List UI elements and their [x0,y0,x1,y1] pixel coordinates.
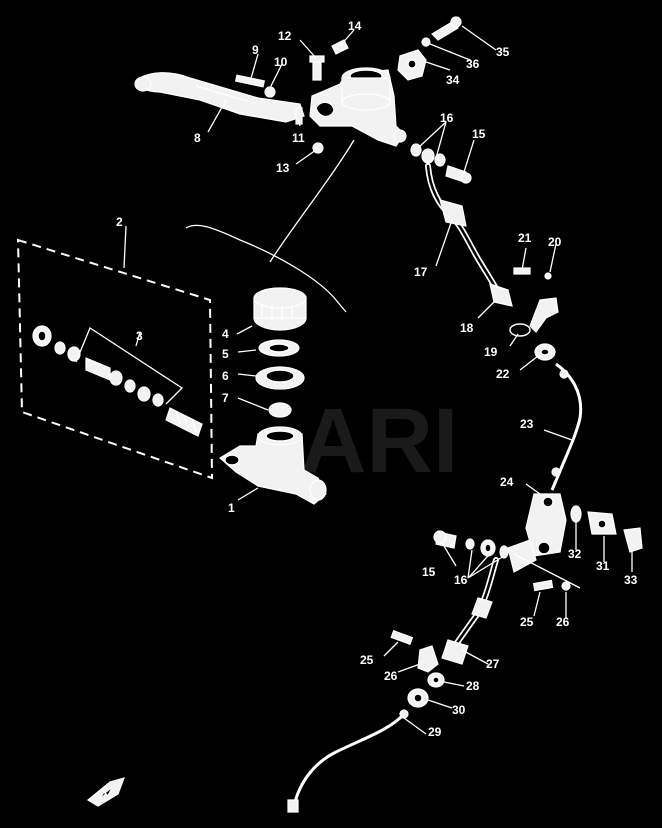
callout-15-upper: 15 [472,127,486,141]
reservoir-cap-4 [253,287,307,331]
clamp-20 [529,272,559,333]
callout-13: 13 [276,161,290,175]
brake-pipe-23 [550,362,583,491]
brake-hose-27 [441,557,499,665]
union-bolt-15-upper [445,165,472,184]
lever-nut [264,86,276,98]
callout-4: 4 [222,327,229,341]
bolt-25-lower [390,629,414,645]
callout-20: 20 [548,235,562,249]
callout-15-lower: 15 [422,565,436,579]
copper-washers-16-upper [410,143,446,167]
callout-3: 3 [136,329,143,343]
callout-23: 23 [520,417,534,431]
callout-30: 30 [452,703,466,717]
leader-lines [123,25,633,735]
copper-washers-16-lower [465,538,509,559]
callout-8: 8 [194,131,201,145]
callout-22: 22 [496,367,510,381]
diaphragm-6 [255,366,305,390]
callout-10: 10 [274,55,288,69]
bolt-35 [431,16,462,41]
front-arrow-icon [86,777,125,807]
callout-17: 17 [414,265,428,279]
callout-26-lower: 26 [384,669,398,683]
watermark: ARI [300,390,458,492]
callout-25-right: 25 [520,615,534,629]
washer-32 [570,505,582,523]
callout-14: 14 [348,19,362,33]
callout-24: 24 [500,475,514,489]
callout-21: 21 [518,231,532,245]
callout-26-right: 26 [556,615,570,629]
brake-hose-17 [425,163,513,307]
switch-cap-33 [623,527,643,553]
master-cylinder-upper [309,67,407,147]
joint-30 [407,688,429,708]
callout-35: 35 [496,45,510,59]
callout-33: 33 [624,573,638,587]
brake-pipe-29 [287,709,409,813]
callout-9: 9 [252,43,259,57]
clamp-26-lower [417,645,439,673]
callout-11: 11 [292,131,305,145]
washer-36 [421,37,431,47]
switch-31 [587,511,617,535]
union-bolt-15-lower [433,530,457,549]
callout-29: 29 [428,725,442,739]
callout-32: 32 [568,547,582,561]
callout-2: 2 [116,215,123,229]
callout-6: 6 [222,369,229,383]
callout-16-lower: 16 [454,573,468,587]
callout-36: 36 [466,57,480,71]
bolt-25-right [532,579,554,592]
grommet-19 [509,323,531,337]
callout-34: 34 [446,73,460,87]
callout-31: 31 [596,559,610,573]
callout-16-upper: 16 [440,111,454,125]
piston-kit-bracket [75,327,184,405]
callout-1: 1 [228,501,235,515]
exploded-view-boundary [16,238,214,480]
callout-28: 28 [466,679,480,693]
callout-7: 7 [222,391,229,405]
callout-25-lower: 25 [360,653,374,667]
joint-22 [534,343,556,361]
bolt-12 [309,55,325,81]
float-7 [268,402,292,418]
master-cylinder-body-1 [218,426,327,505]
callout-labels: 1 2 3 4 5 6 7 8 9 10 11 12 13 14 15 15 1… [116,19,638,739]
piston-kit-3 [32,325,203,437]
callout-27: 27 [486,657,500,671]
brake-lever [134,72,305,123]
washer-14 [331,39,349,55]
diaphragm-plate-5 [258,339,300,357]
callout-19: 19 [484,345,498,359]
reservoir-clamp-34 [397,49,427,81]
callout-12: 12 [278,29,292,43]
callout-5: 5 [222,347,229,361]
callout-18: 18 [460,321,474,335]
grommet-28 [427,672,445,688]
brake-joint-24 [507,493,567,573]
washer-26-right [561,581,571,591]
